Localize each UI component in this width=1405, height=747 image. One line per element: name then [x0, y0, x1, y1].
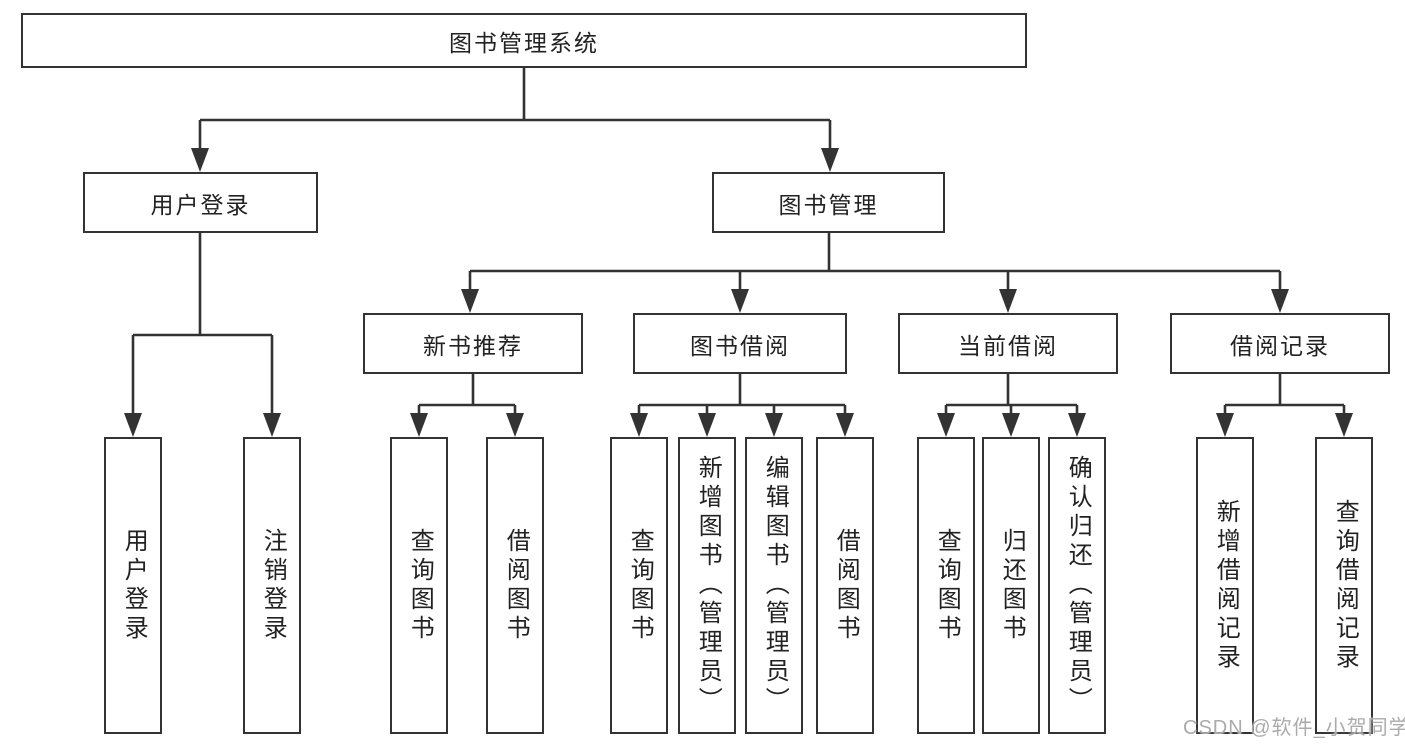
arrowhead [698, 413, 716, 437]
arrowhead [506, 413, 524, 437]
node-user-login: 用户登录 [83, 172, 318, 233]
arrowhead [263, 413, 281, 437]
csdn-watermark: CSDN @软件_小贺同学 [1183, 717, 1405, 739]
arrowhead [1335, 413, 1353, 437]
connector-root-to-level2 [191, 68, 839, 172]
leaf-current-return-book: 归还图书 [982, 437, 1040, 734]
connector-user-login-branch [124, 233, 281, 437]
node-book-management: 图书管理 [712, 172, 945, 233]
connector-line [637, 374, 847, 416]
leaf-records-query-record: 查询借阅记录 [1315, 437, 1373, 734]
node-current-borrow: 当前借阅 [898, 313, 1118, 374]
arrowhead [1271, 289, 1289, 313]
connector-line [131, 233, 274, 415]
arrowhead [937, 413, 955, 437]
leaf-borrow-edit-book-admin: 编辑图书（管理员） [745, 437, 803, 734]
connector-line [198, 68, 832, 150]
leaf-logout: 注销登录 [243, 437, 301, 734]
leaf-borrow-borrow-book: 借阅图书 [816, 437, 874, 734]
arrowhead [461, 289, 479, 313]
node-root-system: 图书管理系统 [21, 13, 1027, 68]
connector-line [417, 374, 517, 416]
leaf-recommend-query-book: 查询图书 [390, 437, 448, 734]
leaf-borrow-add-book-admin: 新增图书（管理员） [678, 437, 736, 734]
arrowhead [1068, 413, 1086, 437]
arrowhead [999, 289, 1017, 313]
leaf-user-login: 用户登录 [104, 437, 162, 734]
arrowhead [630, 413, 648, 437]
leaf-current-confirm-return-admin: 确认归还（管理员） [1048, 437, 1106, 734]
arrowhead [765, 413, 783, 437]
connector-book-borrow-branch [630, 374, 854, 437]
connector-book-management-branch [461, 233, 1289, 313]
arrowhead [821, 148, 839, 172]
arrowhead [1216, 413, 1234, 437]
arrowhead [836, 413, 854, 437]
connector-line [1223, 374, 1346, 416]
arrowhead [191, 148, 209, 172]
connector-current-borrow-branch [937, 374, 1086, 437]
leaf-records-add-record: 新增借阅记录 [1196, 437, 1254, 734]
arrowhead [410, 413, 428, 437]
arrowhead [124, 413, 142, 437]
node-book-borrow: 图书借阅 [633, 313, 847, 374]
connector-line [944, 374, 1079, 416]
leaf-recommend-borrow-book: 借阅图书 [486, 437, 544, 734]
connector-new-book-recommend-branch [410, 374, 524, 437]
node-new-book-recommend: 新书推荐 [363, 313, 583, 374]
leaf-current-query-book: 查询图书 [917, 437, 975, 734]
node-borrow-records: 借阅记录 [1170, 313, 1390, 374]
arrowhead [1002, 413, 1020, 437]
arrowhead [731, 289, 749, 313]
connector-line [468, 233, 1282, 292]
leaf-borrow-query-book: 查询图书 [610, 437, 668, 734]
connector-borrow-records-branch [1216, 374, 1353, 437]
